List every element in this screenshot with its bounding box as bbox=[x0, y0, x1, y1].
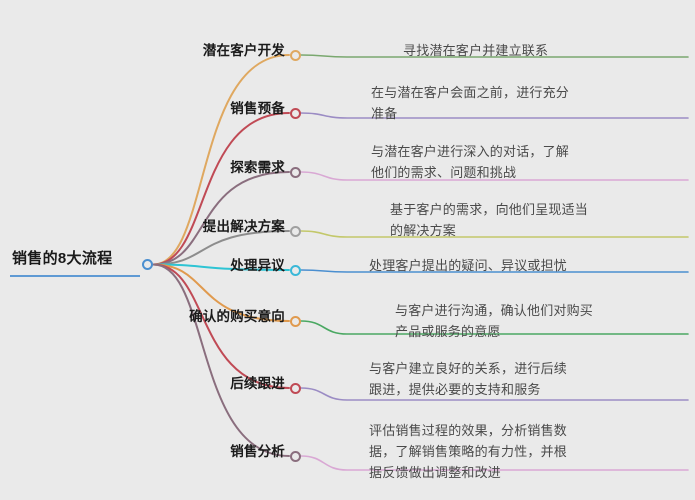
leaf-text-line: 跟进，提供必要的支持和服务 bbox=[369, 382, 541, 397]
leaf-text-5: 处理客户提出的疑问、异议或担忧 bbox=[369, 255, 567, 276]
leaf-text-line: 处理客户提出的疑问、异议或担忧 bbox=[369, 258, 568, 273]
branch-node-dot-8[interactable] bbox=[289, 450, 301, 462]
leaf-text-line: 准备 bbox=[371, 106, 398, 121]
leaf-text-line: 据反馈做出调整和改进 bbox=[369, 465, 502, 480]
leaf-text-line: 据，了解销售策略的有力性，并根 bbox=[369, 444, 568, 459]
connector-curve bbox=[152, 263, 290, 457]
branch-node-dot-3[interactable] bbox=[289, 166, 301, 178]
root-node-label: 销售的8大流程 bbox=[12, 250, 113, 267]
leaf-text-3: 与潜在客户进行深入的对话，了解他们的需求、问题和挑战 bbox=[371, 141, 569, 183]
root-node-dot[interactable] bbox=[142, 259, 153, 270]
branch-label-7[interactable]: 后续跟进 bbox=[230, 376, 285, 391]
leaf-text-line: 在与潜在客户会面之前，进行充分 bbox=[371, 85, 570, 100]
leaf-text-line: 与客户进行沟通，确认他们对购买 bbox=[395, 303, 594, 318]
branch-node-dot-7[interactable] bbox=[289, 382, 301, 394]
leaf-text-1: 寻找潜在客户并建立联系 bbox=[403, 40, 548, 61]
leaf-text-6: 与客户进行沟通，确认他们对购买产品或服务的意愿 bbox=[395, 300, 593, 342]
leaf-text-2: 在与潜在客户会面之前，进行充分准备 bbox=[371, 82, 569, 124]
branch-node-dot-6[interactable] bbox=[289, 315, 301, 327]
leaf-text-line: 与潜在客户进行深入的对话，了解 bbox=[371, 144, 570, 159]
branch-label-4[interactable]: 提出解决方案 bbox=[202, 219, 285, 234]
branch-label-5[interactable]: 处理异议 bbox=[230, 258, 285, 273]
leaf-text-8: 评估销售过程的效果，分析销售数据，了解销售策略的有力性，并根据反馈做出调整和改进 bbox=[369, 420, 567, 483]
leaf-text-line: 与客户建立良好的关系，进行后续 bbox=[369, 361, 568, 376]
branch-node-dot-5[interactable] bbox=[289, 264, 301, 276]
branch-label-1[interactable]: 潜在客户开发 bbox=[202, 43, 285, 58]
branch-node-dot-1[interactable] bbox=[289, 49, 301, 61]
leaf-text-line: 基于客户的需求，向他们呈现适当 bbox=[390, 202, 589, 217]
leaf-text-line: 寻找潜在客户并建立联系 bbox=[403, 43, 549, 58]
leaf-text-line: 评估销售过程的效果，分析销售数 bbox=[369, 423, 568, 438]
leaf-text-4: 基于客户的需求，向他们呈现适当的解决方案 bbox=[390, 199, 588, 241]
branch-label-2[interactable]: 销售预备 bbox=[230, 101, 285, 116]
leaf-text-line: 的解决方案 bbox=[390, 223, 457, 238]
branch-node-dot-4[interactable] bbox=[289, 225, 301, 237]
connector-curve bbox=[152, 263, 290, 389]
branch-node-dot-2[interactable] bbox=[289, 107, 301, 119]
leaf-text-7: 与客户建立良好的关系，进行后续跟进，提供必要的支持和服务 bbox=[369, 358, 567, 400]
branch-label-8[interactable]: 销售分析 bbox=[230, 444, 285, 459]
leaf-text-line: 他们的需求、问题和挑战 bbox=[371, 165, 517, 180]
connector-curve bbox=[152, 112, 290, 266]
branch-label-3[interactable]: 探索需求 bbox=[230, 160, 285, 175]
leaf-text-line: 产品或服务的意愿 bbox=[395, 324, 501, 339]
branch-label-6[interactable]: 确认的购买意向 bbox=[189, 309, 285, 324]
